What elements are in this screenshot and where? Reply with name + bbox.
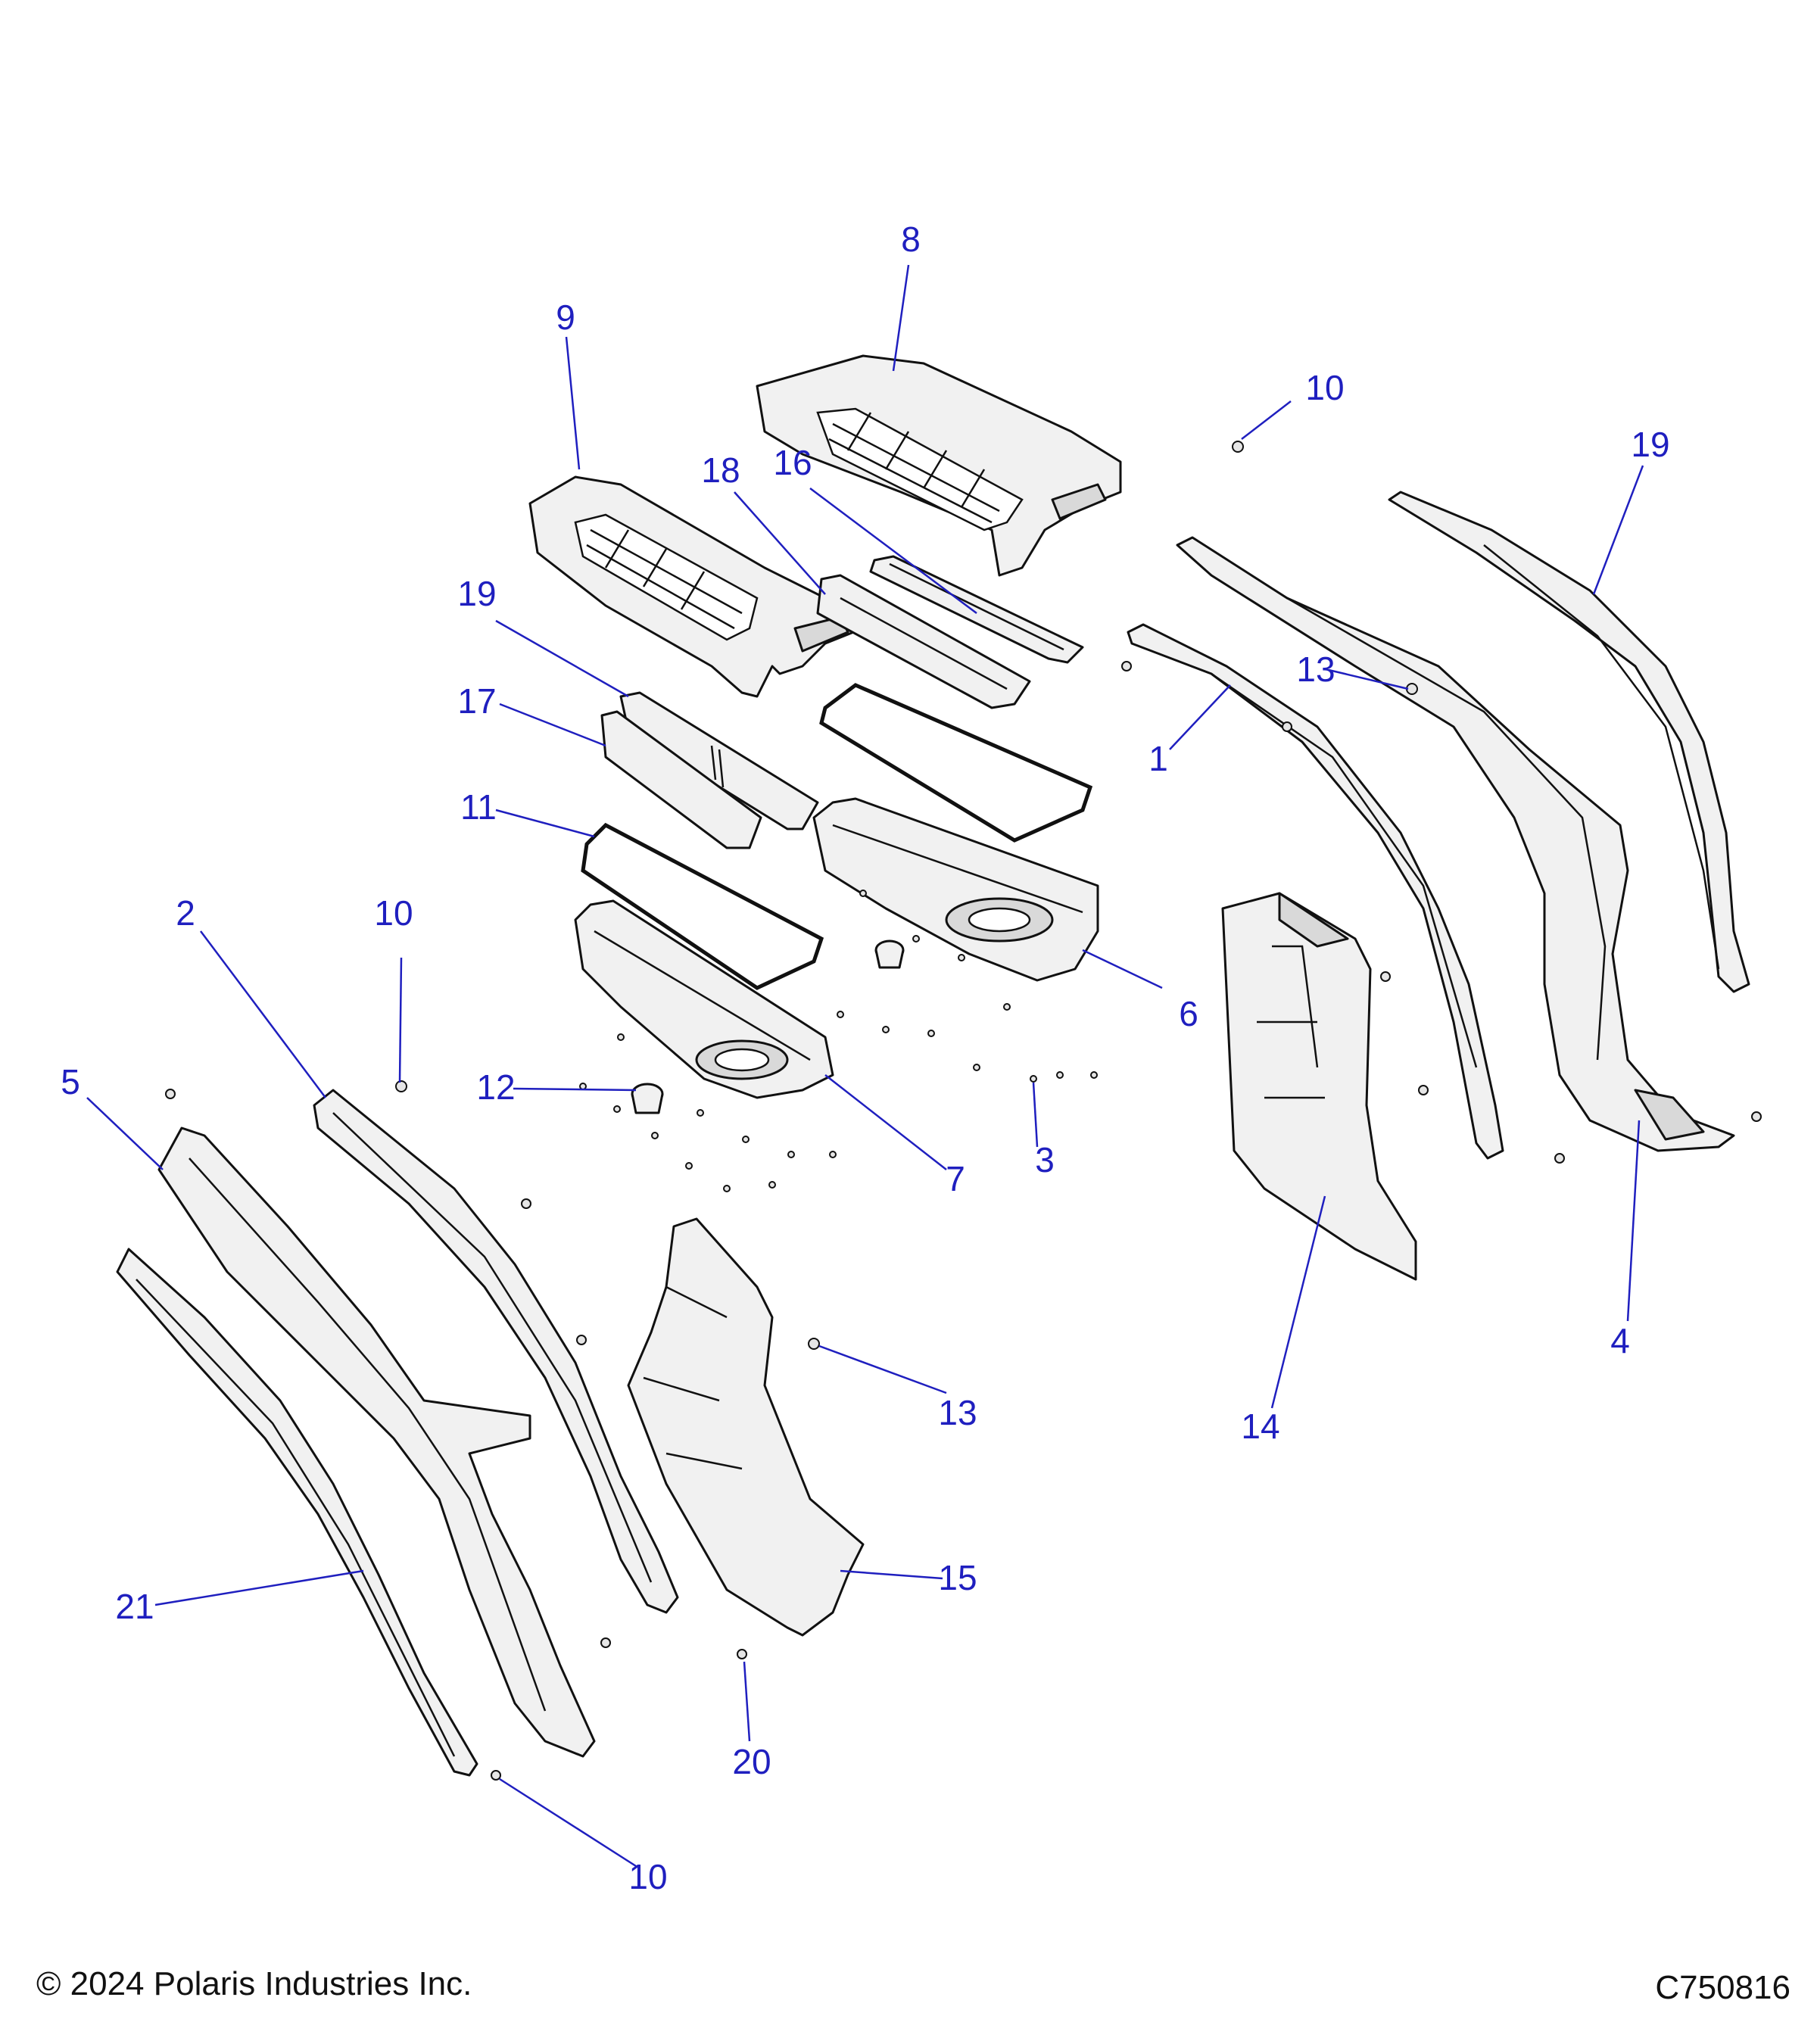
callout-13-center: 13 xyxy=(938,1393,977,1432)
part-8-upper-grille xyxy=(756,354,1122,577)
callout-11: 11 xyxy=(460,787,497,827)
leader-lines xyxy=(86,264,1644,1868)
callout-10-bottom: 10 xyxy=(628,1857,667,1896)
callout-10-left: 10 xyxy=(374,893,413,933)
callout-13-right: 13 xyxy=(1296,650,1335,689)
callout-20: 20 xyxy=(732,1742,771,1781)
callout-6: 6 xyxy=(1179,994,1198,1033)
callout-19-left: 19 xyxy=(457,574,496,613)
callout-8: 8 xyxy=(901,220,921,259)
part-4-fender-panel xyxy=(1176,536,1735,1152)
part-14-duct xyxy=(1221,892,1417,1281)
part-19-right-rail xyxy=(1388,491,1750,993)
callout-1: 1 xyxy=(1148,739,1168,778)
fasteners xyxy=(165,441,1762,1781)
callout-7: 7 xyxy=(946,1159,965,1198)
upper-gasket xyxy=(819,683,1093,843)
callout-12: 12 xyxy=(476,1067,515,1107)
callout-15: 15 xyxy=(938,1558,977,1597)
part-5-fender-panel xyxy=(157,1126,596,1758)
part-9-lower-grille xyxy=(528,475,865,698)
part-6-airbox-tray xyxy=(812,797,1099,982)
part-11-gasket xyxy=(581,822,824,990)
callout-9: 9 xyxy=(556,298,575,337)
callout-16: 16 xyxy=(773,443,812,482)
part-12-knobs xyxy=(631,939,905,1114)
callout-18: 18 xyxy=(701,450,740,490)
callout-21: 21 xyxy=(115,1587,154,1626)
drawing-id: C750816 xyxy=(1655,1969,1791,2006)
callout-2: 2 xyxy=(176,893,195,933)
callout-5: 5 xyxy=(61,1062,80,1101)
callout-14: 14 xyxy=(1241,1407,1279,1446)
callout-17: 17 xyxy=(457,681,496,721)
part-16-upper-screen xyxy=(869,555,1084,664)
callout-10-top: 10 xyxy=(1305,368,1344,407)
part-21-lower-rail xyxy=(116,1248,478,1777)
part-18-screen-frame xyxy=(816,574,1031,709)
part-7-airbox-tray xyxy=(574,899,834,1099)
part-2-fender-rail xyxy=(313,1089,679,1614)
callout-3: 3 xyxy=(1035,1140,1055,1179)
callout-4: 4 xyxy=(1610,1321,1630,1360)
callout-19-right: 19 xyxy=(1631,425,1669,464)
part-15-center-duct xyxy=(627,1217,865,1637)
part-17-19-screens xyxy=(600,691,819,849)
callout-labels: 8 9 10 19 18 16 19 17 13 1 11 6 2 10 5 1… xyxy=(61,220,1669,1896)
copyright-text: © 2024 Polaris Industries Inc. xyxy=(36,1965,472,2002)
